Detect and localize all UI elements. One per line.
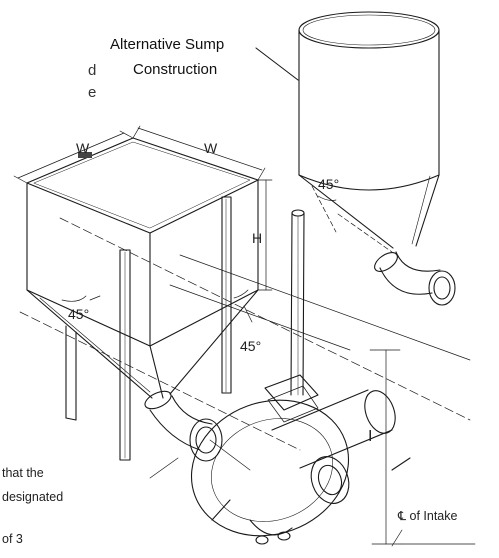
caption-leader-line (255, 47, 299, 81)
centerline-label: ℄ of Intake (398, 509, 458, 523)
fragment-text-top-1: d (88, 62, 97, 79)
hopper-angle-marker (61, 289, 253, 323)
alternative-sump-caption-line-2: Construction (133, 61, 218, 78)
alternative-sump-caption-line-1: Alternative Sump (110, 36, 225, 53)
pump-assembly (190, 209, 411, 545)
dimension-label-h: H (252, 230, 263, 246)
cylinder-angle-marker (311, 185, 393, 253)
cutoff-note-line-3: of 3 (2, 532, 23, 546)
square-sump-box (26, 137, 259, 461)
angle-label-cylinder: 45° (318, 176, 340, 192)
centerline-leader-line (391, 529, 403, 547)
dimension-label-i: I (368, 428, 373, 445)
dimension-label-w-left: W (76, 140, 90, 156)
cutoff-note-line-2: designated (2, 490, 64, 504)
angle-label-edge: 45° (240, 338, 262, 354)
alternative-sump-cylinder (298, 11, 456, 306)
angle-label-hopper: 45° (68, 306, 90, 322)
dimension-label-w-right: W (204, 140, 218, 156)
cutoff-note-line-1: that the (2, 466, 44, 480)
hopper-outlet-elbow (144, 390, 223, 462)
fragment-text-top-2: e (88, 84, 97, 101)
note-leader-line (149, 457, 179, 479)
dimension-lines (13, 125, 476, 545)
